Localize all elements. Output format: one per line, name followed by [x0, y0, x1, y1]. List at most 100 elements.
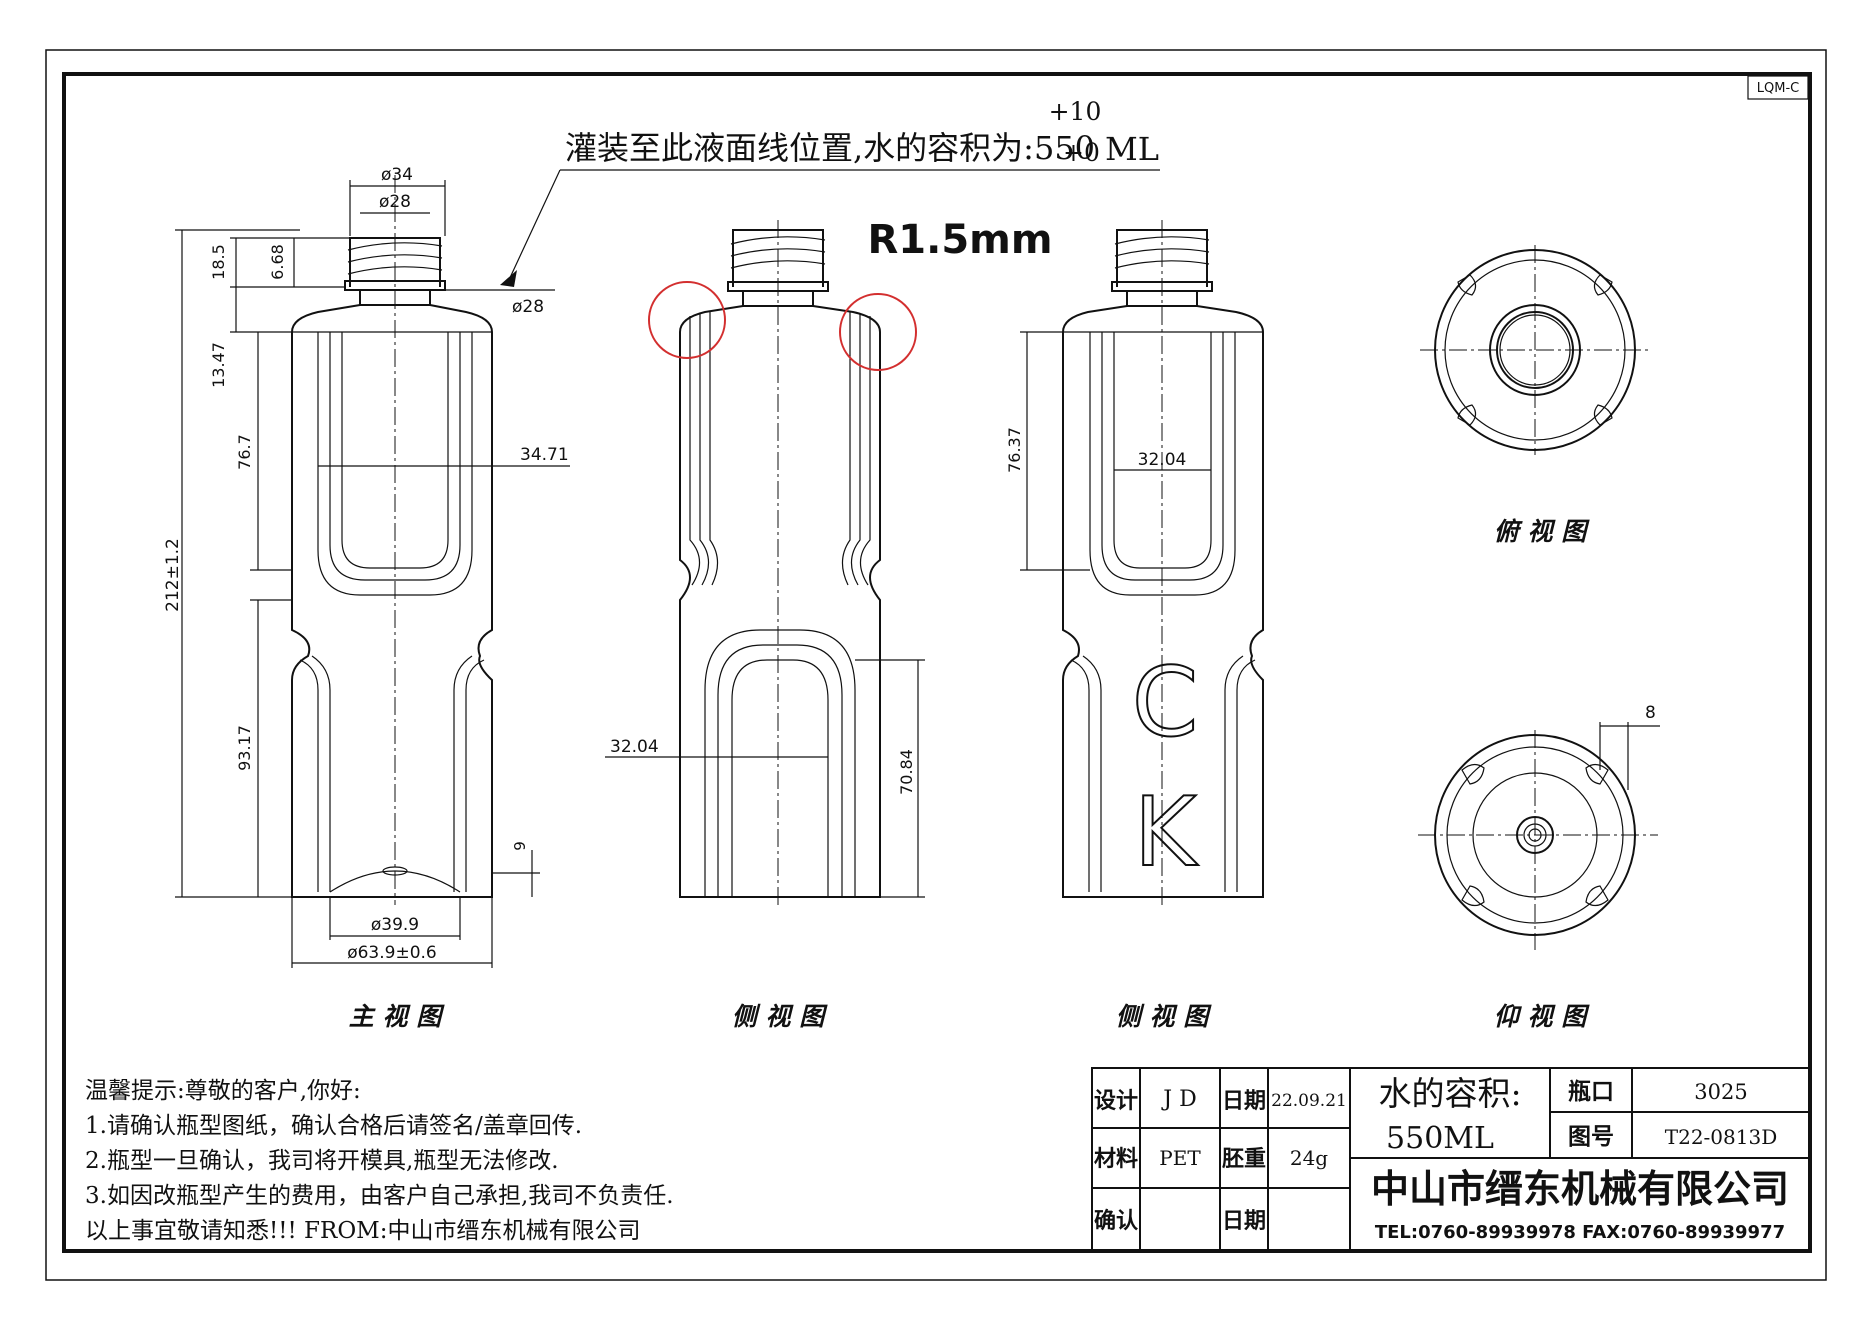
- note-line-0: 温馨提示:尊敬的客户,你好:: [85, 1078, 361, 1104]
- note-line-4: 以上事宜敬请知悉!!! FROM:中山市缙东机械有限公司: [85, 1218, 640, 1244]
- tb-contact: TEL:0760-89939978 FAX:0760-89939977: [1375, 1222, 1785, 1243]
- front-thread: [347, 242, 443, 275]
- front-upper-panel-inner: [341, 332, 449, 569]
- top-finish-circle: [1489, 304, 1581, 396]
- side1-right-grip: [841, 312, 871, 586]
- fill-note-text: 灌装至此液面线位置,水的容积为:550: [565, 129, 1095, 167]
- side1-label-panel-mid: [717, 644, 843, 897]
- bottom-pushup-circle: [1472, 772, 1598, 898]
- side1-finish-outline: [732, 229, 824, 287]
- note-line-3: 3.如因改瓶型产生的费用，由客户自己承担,我司不负责任.: [85, 1183, 674, 1209]
- dim-h18-5: 18.5: [209, 244, 228, 280]
- dim-h76-7: 76.7: [235, 434, 254, 470]
- top-lug-1: [1457, 274, 1477, 296]
- bottom-foot-3: [1461, 885, 1485, 907]
- inner-frame: [62, 72, 1812, 1253]
- side1-thread: [730, 236, 826, 269]
- dim-h212: 212±1.2: [163, 538, 183, 612]
- tb-preform-value: 24g: [1290, 1146, 1328, 1170]
- tb-preform-label: 胚重: [1222, 1146, 1266, 1172]
- label-front-view: 主 视 图: [349, 1002, 445, 1031]
- dim-d28-top: ø28: [379, 192, 411, 212]
- tb-volume-value: 550ML: [1386, 1121, 1494, 1156]
- tb-date-value: 22.09.21: [1271, 1091, 1347, 1111]
- side-view-2: C K 76.37 32.04: [1005, 220, 1264, 905]
- dim-h93-17: 93.17: [235, 725, 254, 771]
- side2-emboss-k: K: [1134, 778, 1199, 888]
- side2-thread: [1114, 236, 1210, 269]
- dim-side2-w32-04: 32.04: [1138, 450, 1187, 470]
- side2-neck-ring: [1111, 281, 1213, 292]
- side1-label-panel-inner: [731, 659, 829, 897]
- bottom-foot-1: [1461, 763, 1485, 785]
- side1-body-outline: [679, 305, 881, 898]
- dim-side1-w32-04: 32.04: [610, 737, 659, 757]
- side1-radius-highlight-left: [648, 281, 726, 359]
- note-line-2: 2.瓶型一旦确认，我司将开模具,瓶型无法修改.: [85, 1148, 559, 1174]
- tb-material-label: 材料: [1094, 1146, 1138, 1172]
- side2-upper-panel-outer: [1089, 332, 1236, 596]
- front-right-grip-groove: [453, 655, 485, 892]
- dim-bottom-d8: 8: [1645, 703, 1656, 723]
- side2-left-grip-groove: [1070, 655, 1102, 892]
- front-neck: [359, 290, 431, 306]
- front-base-pushup: [329, 870, 461, 893]
- label-top-view: 俯 视 图: [1494, 517, 1590, 546]
- front-neck-ring: [344, 280, 446, 291]
- bottom-foot-4: [1585, 885, 1609, 907]
- dim-d28-neck: ø28: [512, 297, 544, 317]
- label-bottom-view: 仰 视 图: [1494, 1002, 1590, 1031]
- front-gate: [382, 866, 408, 876]
- radius-callout: R1.5mm: [867, 217, 1052, 263]
- bottom-gate-outer: [1516, 816, 1554, 854]
- dim-d39-9: ø39.9: [371, 915, 419, 935]
- bottom-view: 8: [1418, 703, 1660, 950]
- side1-left-grip: [689, 312, 719, 586]
- front-upper-panel-outer: [317, 332, 473, 596]
- tb-material-value: PET: [1159, 1146, 1201, 1170]
- top-lug-3: [1457, 404, 1477, 426]
- side1-radius-highlight-right: [839, 293, 917, 371]
- tb-date-label: 日期: [1222, 1088, 1266, 1114]
- tb-company: 中山市缙东机械有限公司: [1371, 1166, 1789, 1211]
- side2-body-outline: [1062, 305, 1264, 898]
- front-body-outline: [291, 304, 493, 898]
- corner-code: LQM-C: [1757, 81, 1799, 96]
- fill-note-leader: [507, 169, 561, 283]
- dim-h6-68: 6.68: [268, 244, 287, 280]
- fill-note-arrow: [500, 270, 517, 287]
- fill-unit: ML: [1105, 130, 1159, 168]
- bottom-foot-2: [1585, 763, 1609, 785]
- outer-frame: [45, 49, 1827, 1281]
- front-finish-outline: [349, 237, 441, 287]
- side2-right-grip-groove: [1224, 655, 1256, 892]
- dim-h9: 9: [511, 841, 529, 851]
- tb-date2-label: 日期: [1222, 1208, 1266, 1234]
- customer-notes: 温馨提示:尊敬的客户,你好: 1.请确认瓶型图纸，确认合格后请签名/盖章回传. …: [85, 1078, 674, 1244]
- front-view: ø34 ø28 ø28 18.5 6.68 13.47 76.7 34.71 2…: [163, 165, 570, 968]
- tb-volume-label: 水的容积:: [1378, 1074, 1521, 1113]
- dim-w34-71: 34.71: [520, 445, 569, 465]
- note-line-1: 1.请确认瓶型图纸，确认合格后请签名/盖章回传.: [85, 1113, 582, 1139]
- side2-emboss-c: C: [1132, 648, 1198, 758]
- side-view-1: 70.84 32.04: [605, 220, 925, 905]
- label-side-view-1: 侧 视 图: [732, 1002, 828, 1031]
- side2-finish-outline: [1116, 229, 1208, 287]
- fill-tolerance-upper: +10: [1049, 97, 1102, 126]
- dim-h13-47: 13.47: [209, 342, 228, 388]
- label-side-view-2: 侧 视 图: [1116, 1002, 1212, 1031]
- tb-design-value: J D: [1161, 1087, 1196, 1112]
- dim-d63-9: ø63.9±0.6: [347, 943, 437, 963]
- dim-d34: ø34: [381, 165, 413, 185]
- top-view: [1420, 245, 1650, 455]
- tb-neck-label: 瓶口: [1568, 1078, 1614, 1105]
- tb-drawing-no-value: T22-0813D: [1665, 1125, 1777, 1149]
- dim-side1-h70-84: 70.84: [897, 749, 916, 795]
- side1-neck-ring: [727, 281, 829, 292]
- front-upper-panel-mid: [329, 332, 461, 581]
- top-outer-circle: [1434, 249, 1636, 451]
- fill-tolerance-lower: +0: [1063, 138, 1100, 167]
- dim-side2-h76-37: 76.37: [1005, 427, 1024, 473]
- tb-design-label: 设计: [1094, 1088, 1138, 1114]
